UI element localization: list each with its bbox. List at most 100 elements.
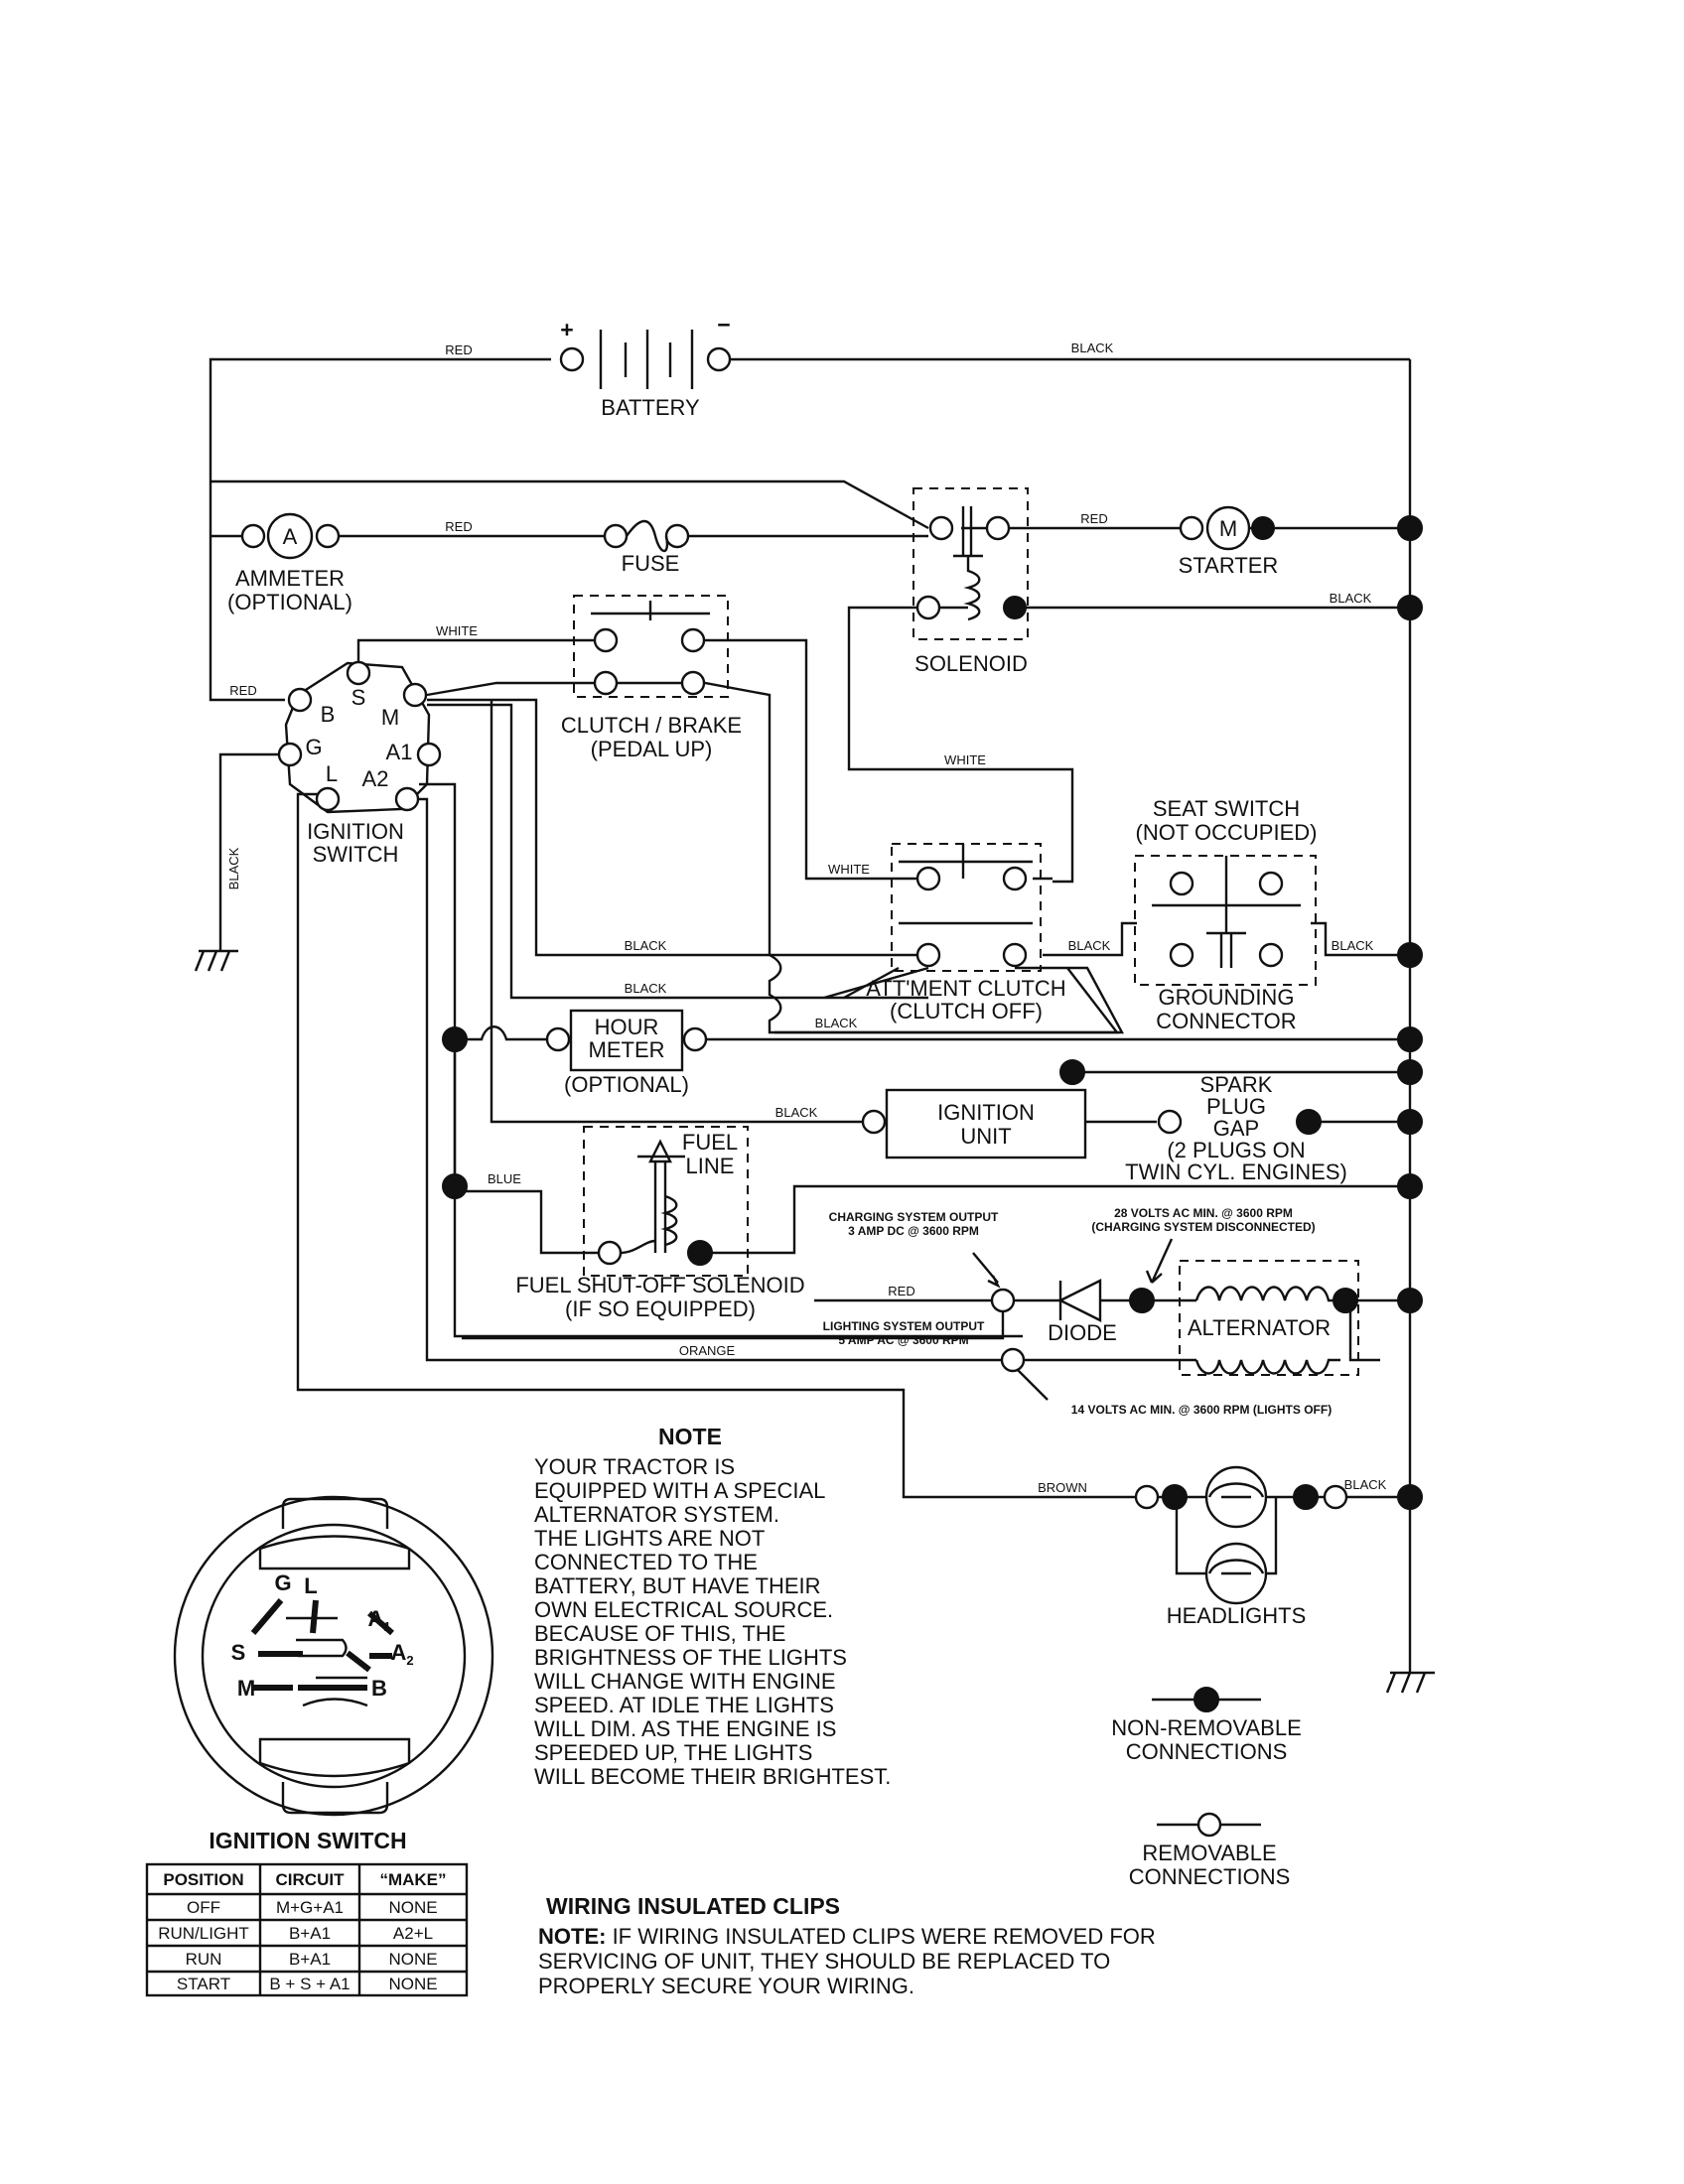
connector-label: CONNECTOR bbox=[1156, 1009, 1296, 1033]
junction bbox=[1397, 1059, 1423, 1085]
seat-switch-label: SEAT SWITCH bbox=[1153, 796, 1300, 821]
charging-output-label-1: CHARGING SYSTEM OUTPUT bbox=[829, 1210, 999, 1224]
headlight-terminal bbox=[1323, 1484, 1348, 1510]
removable-label-2: CONNECTIONS bbox=[1129, 1864, 1291, 1889]
clips-line-1: NOTE: IF WIRING INSULATED CLIPS WERE REM… bbox=[538, 1924, 1156, 1949]
wire-label-black: BLACK bbox=[625, 981, 667, 996]
switch-table-cell: A2+L bbox=[393, 1924, 433, 1943]
solenoid-terminal-1 bbox=[928, 515, 954, 541]
fuse-element bbox=[626, 519, 669, 553]
spark-label: SPARK bbox=[1200, 1072, 1273, 1097]
clips-line-3: PROPERLY SECURE YOUR WIRING. bbox=[538, 1974, 914, 1998]
junction bbox=[1397, 515, 1423, 541]
two-plugs-label: (2 PLUGS ON bbox=[1167, 1138, 1305, 1162]
attachment-clutch-terminal bbox=[1002, 866, 1028, 891]
alternator-junction bbox=[1129, 1288, 1155, 1313]
note-line: EQUIPPED WITH A SPECIAL bbox=[534, 1478, 825, 1503]
ammeter-body bbox=[266, 512, 314, 560]
if-so-equipped-label: (IF SO EQUIPPED) bbox=[565, 1297, 756, 1321]
terminal-s bbox=[346, 660, 371, 686]
hour-optional-label: (OPTIONAL) bbox=[564, 1072, 689, 1097]
junction bbox=[442, 1026, 468, 1052]
switch-table-cell: NONE bbox=[388, 1898, 437, 1917]
alternator-note: NOTE YOUR TRACTOR IS EQUIPPED WITH A SPE… bbox=[534, 1424, 891, 1789]
seat-switch-terminal bbox=[1169, 942, 1194, 968]
junction bbox=[1397, 595, 1423, 620]
note-line: BATTERY, BUT HAVE THEIR bbox=[534, 1573, 821, 1598]
terminal-m-label: M bbox=[381, 705, 399, 730]
switch-face-a1: A1 bbox=[367, 1606, 390, 1634]
note-line: WILL BECOME THEIR BRIGHTEST. bbox=[534, 1764, 891, 1789]
clutch-brake-terminal bbox=[593, 670, 619, 696]
switch-face-g: G bbox=[274, 1570, 291, 1595]
wire-label-black: BLACK bbox=[1344, 1477, 1387, 1492]
terminal-b-label: B bbox=[321, 702, 336, 727]
removable-label-1: REMOVABLE bbox=[1142, 1841, 1276, 1865]
alternator-label: ALTERNATOR bbox=[1188, 1315, 1331, 1340]
battery-label: BATTERY bbox=[601, 395, 700, 420]
terminal-m bbox=[402, 682, 428, 708]
headlight-junction bbox=[1162, 1484, 1188, 1510]
ammeter-optional-label: (OPTIONAL) bbox=[227, 590, 352, 614]
switch-table-cell: START bbox=[177, 1975, 230, 1993]
charging-output-terminal bbox=[990, 1288, 1016, 1313]
solenoid-enclosure bbox=[912, 487, 1029, 640]
fuse-terminal-left bbox=[603, 523, 629, 549]
junction bbox=[1397, 1288, 1423, 1313]
note-line: YOUR TRACTOR IS bbox=[534, 1454, 735, 1479]
not-occupied-label: (NOT OCCUPIED) bbox=[1136, 820, 1318, 845]
headlight-terminal bbox=[1134, 1484, 1160, 1510]
wire-charging-red bbox=[462, 1302, 1005, 1340]
note-line: BRIGHTNESS OF THE LIGHTS bbox=[534, 1645, 847, 1670]
attachment-clutch-switch: ATT'MENT CLUTCH (CLUTCH OFF) bbox=[774, 843, 1120, 1034]
fuel-solenoid-coil bbox=[620, 1139, 685, 1255]
alternator-enclosure bbox=[1179, 1260, 1359, 1376]
note-line: CONNECTED TO THE bbox=[534, 1550, 758, 1574]
wire-a1-black-1 bbox=[427, 698, 928, 957]
wire-hour-meter-left bbox=[455, 1025, 556, 1041]
starter: M STARTER bbox=[1179, 505, 1278, 578]
seat-switch-terminal bbox=[1258, 942, 1284, 968]
lighting-output-label-2: 5 AMP AC @ 3600 RPM bbox=[838, 1333, 968, 1347]
terminal-g bbox=[277, 742, 303, 767]
switch-face-outer bbox=[173, 1495, 494, 1817]
fuse-label: FUSE bbox=[622, 551, 680, 576]
battery-positive-terminal bbox=[559, 346, 585, 372]
connection-legend: NON-REMOVABLE CONNECTIONS REMOVABLE CONN… bbox=[1111, 1687, 1302, 1889]
fuse: FUSE bbox=[603, 519, 690, 576]
switch-face-bottom-tab bbox=[281, 1782, 389, 1815]
terminal-l-label: L bbox=[326, 761, 338, 786]
ammeter-terminal-left bbox=[240, 523, 266, 549]
junction bbox=[1059, 1059, 1085, 1085]
headlight-junction bbox=[1293, 1484, 1319, 1510]
clips-line-2: SERVICING OF UNIT, THEY SHOULD BE REPLAC… bbox=[538, 1949, 1110, 1974]
seat-switch-enclosure bbox=[1134, 855, 1317, 986]
ammeter-terminal-right bbox=[315, 523, 341, 549]
fuel-solenoid-enclosure bbox=[583, 1126, 749, 1277]
attachment-clutch-terminal bbox=[915, 866, 941, 891]
switch-table-title: IGNITION SWITCH bbox=[209, 1828, 406, 1853]
switch-face-s: S bbox=[231, 1640, 246, 1665]
twin-cyl-label: TWIN CYL. ENGINES) bbox=[1125, 1160, 1347, 1184]
switch-face-top-tab bbox=[281, 1497, 389, 1529]
seat-switch-terminal bbox=[1169, 871, 1194, 896]
headlights-label: HEADLIGHTS bbox=[1167, 1603, 1307, 1628]
hour-meter-terminal bbox=[682, 1026, 708, 1052]
switch-face-a2-letter: A bbox=[390, 1640, 406, 1665]
attachment-clutch-terminal bbox=[1002, 942, 1028, 968]
ammeter-symbol: A bbox=[283, 524, 298, 549]
wire-label-black: BLACK bbox=[625, 938, 667, 953]
seat-switch: SEAT SWITCH (NOT OCCUPIED) GROUNDING CON… bbox=[1033, 796, 1410, 1033]
solenoid-coil bbox=[939, 506, 983, 621]
plug-label: PLUG bbox=[1206, 1094, 1266, 1119]
line-label: LINE bbox=[686, 1154, 735, 1178]
wire-label-black: BLACK bbox=[775, 1105, 818, 1120]
charging-system: DIODE ALTERNATOR CHARGING SYSTEM OUTPUT … bbox=[823, 1206, 1359, 1417]
non-removable-label-1: NON-REMOVABLE bbox=[1111, 1715, 1302, 1740]
terminal-a1-label: A1 bbox=[386, 740, 413, 764]
junction bbox=[1397, 1026, 1423, 1052]
ground-bus-junctions bbox=[1397, 515, 1423, 1510]
switch-table-cell: NONE bbox=[388, 1950, 437, 1969]
hour-meter-body bbox=[569, 1009, 684, 1072]
